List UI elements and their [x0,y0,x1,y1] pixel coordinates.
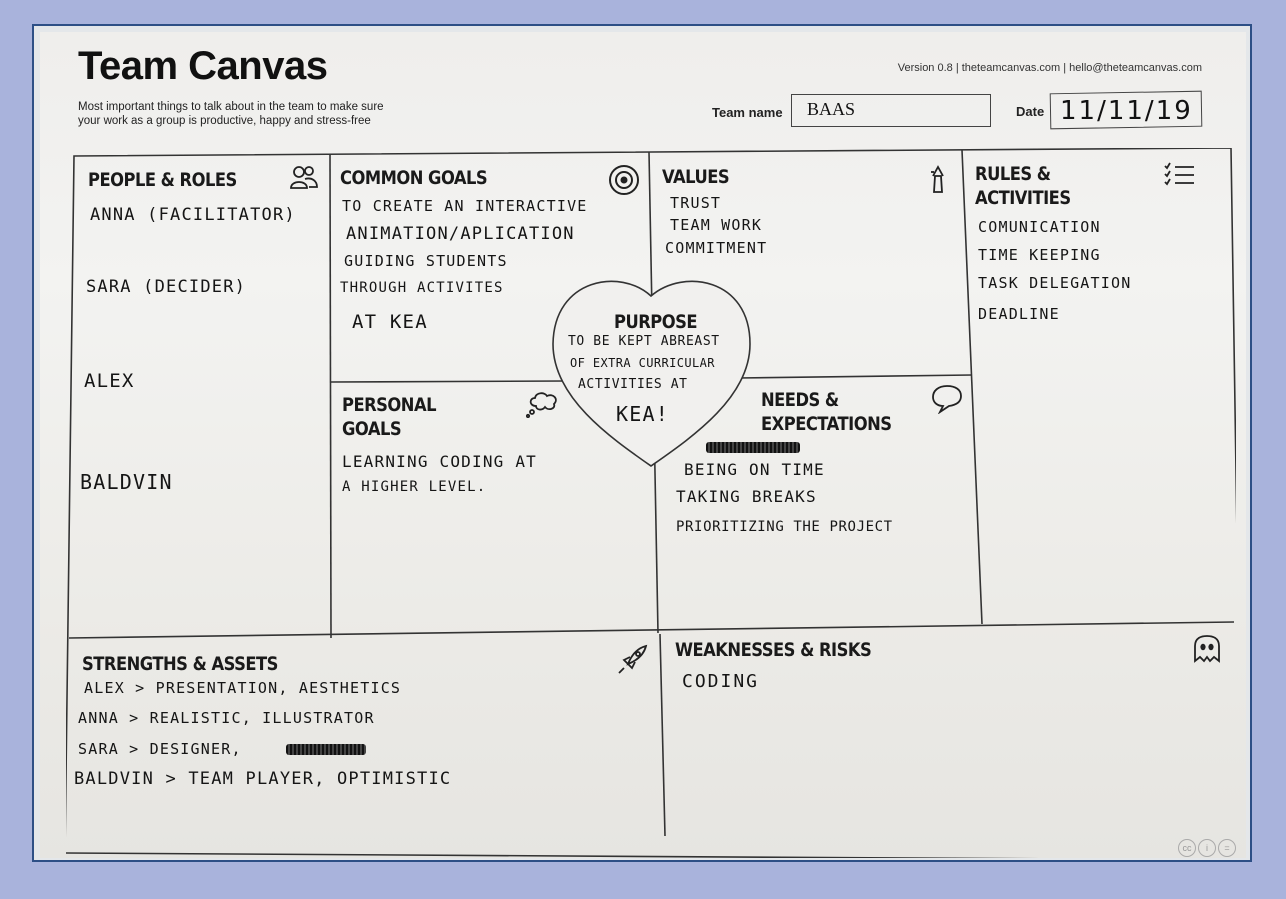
rules-line: DEADLINE [978,305,1060,323]
values-line: COMMITMENT [665,239,768,257]
values-title: VALUES [662,166,730,188]
personal-goals-title: PERSONAL GOALS [342,393,437,441]
values-line: TEAM WORK [670,216,763,234]
needs-line: BEING ON TIME [684,460,825,479]
rules-line: TASK DELEGATION [978,274,1132,292]
needs-line: PRIORITIZING THE PROJECT [676,519,893,535]
strengths-line: SARA > DESIGNER, [78,740,242,758]
page-subtitle: Most important things to talk about in t… [78,100,438,128]
team-name-value: BAAS [807,99,856,119]
nd-badge-icon: = [1218,839,1236,857]
lighthouse-icon [931,165,944,193]
title-line: ACTIVITIES [975,187,1071,209]
personal-goals-line: LEARNING CODING AT [342,452,537,471]
checklist-icon [1164,162,1194,186]
needs-line: TAKING BREAKS [676,487,817,506]
personal-goals-line: A HIGHER LEVEL. [342,479,487,495]
people-icon [290,166,318,189]
date-value: 11/11/19 [1060,96,1193,126]
people-role-item: BALDVIN [80,470,173,494]
common-goals-line: GUIDING STUDENTS [344,252,508,270]
purpose-line: TO BE KEPT ABREAST [568,334,720,349]
common-goals-line: THROUGH ACTIVITES [340,280,504,296]
values-line: TRUST [670,194,722,212]
rules-line: TIME KEEPING [978,246,1101,264]
needs-expectations-title: NEEDS & EXPECTATIONS [761,388,892,436]
canvas-grid [66,148,1236,858]
team-name-label: Team name [712,105,783,120]
title-line: RULES & [975,163,1051,185]
title-line: PERSONAL [342,394,437,416]
thought-bubble-icon [526,392,557,418]
weaknesses-line: CODING [682,671,760,692]
title-line: GOALS [342,418,402,440]
subtitle-line: your work as a group is productive, happ… [78,115,371,127]
common-goals-title: COMMON GOALS [340,167,488,189]
people-role-item: SARA (DECIDER) [86,277,247,297]
date-label: Date [1016,104,1045,119]
subtitle-line: Most important things to talk about in t… [78,101,384,113]
info-badge-icon: i [1198,839,1216,857]
cc-badge-icon: cc [1178,839,1196,857]
version-info: Version 0.8 | theteamcanvas.com | hello@… [897,62,1202,74]
title-line: NEEDS & [761,389,839,411]
team-name-field[interactable] [791,94,991,127]
strengths-line: ALEX > PRESENTATION, AESTHETICS [84,679,402,697]
purpose-title: PURPOSE [614,311,698,333]
common-goals-line: AT KEA [352,311,428,333]
rules-activities-title: RULES & ACTIVITIES [975,162,1071,210]
people-roles-title: PEOPLE & ROLES [88,169,237,191]
rocket-icon [618,644,648,674]
strengths-line: ANNA > REALISTIC, ILLUSTRATOR [78,709,375,727]
people-role-item: ANNA (FACILITATOR) [90,205,296,225]
ghost-icon [1194,635,1220,663]
speech-bubble-icon [932,385,962,414]
scribbled-out-text [286,744,366,755]
page-title: Team Canvas [78,44,328,88]
purpose-line: KEA! [616,402,669,426]
purpose-heart [552,280,751,467]
rules-line: COMUNICATION [978,218,1101,236]
common-goals-line: TO CREATE AN INTERACTIVE [342,197,588,215]
common-goals-line: ANIMATION/APLICATION [346,224,575,244]
license-badges: cc i = [1178,839,1236,857]
purpose-line: OF EXTRA CURRICULAR [570,356,715,370]
strengths-line: BALDVIN > TEAM PLAYER, OPTIMISTIC [74,769,452,789]
strengths-assets-title: STRENGTHS & ASSETS [82,653,278,675]
scribbled-out-text [706,442,800,453]
weaknesses-risks-title: WEAKNESSES & RISKS [675,639,872,661]
title-line: EXPECTATIONS [761,413,892,435]
purpose-line: ACTIVITIES AT [578,377,688,392]
grid-lines [66,148,1236,858]
target-icon [609,165,639,195]
people-role-item: ALEX [84,370,135,392]
